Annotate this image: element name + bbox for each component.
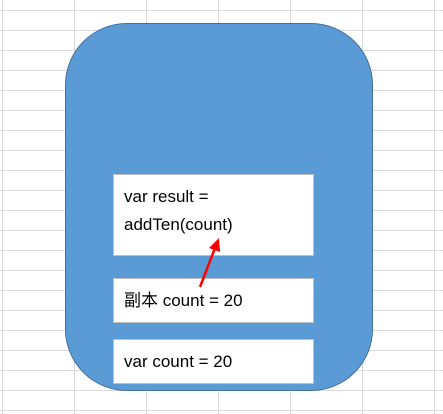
result-frame: var result = addTen(count) <box>113 174 314 256</box>
result-frame-line-1: var result = <box>124 187 209 206</box>
copy-count-frame: 副本 count = 20 <box>113 278 314 323</box>
count-frame: var count = 20 <box>113 339 314 384</box>
arrowhead-icon <box>209 238 220 252</box>
result-frame-line-2: addTen(count) <box>124 215 233 234</box>
copy-count-text: 副本 count = 20 <box>124 291 243 310</box>
arrow-shaft <box>198 247 217 288</box>
count-text: var count = 20 <box>124 352 233 371</box>
